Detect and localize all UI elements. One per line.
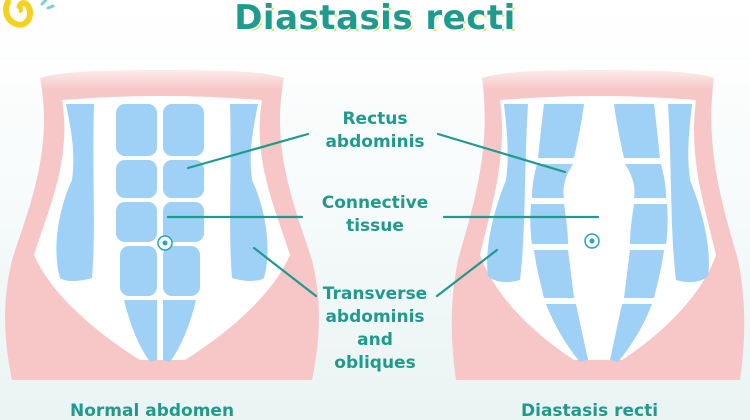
page-title: Diastasis recti — [234, 0, 516, 38]
leader-rectus-right — [436, 132, 567, 174]
diastasis-right-oblique-muscle — [668, 104, 709, 283]
label-rectus-text: Rectus abdominis — [325, 109, 425, 152]
diastasis-torso-inner — [480, 96, 716, 360]
diastasis-navel-icon — [584, 233, 600, 249]
label-transverse-obliques: Transverse abdominis and obliques — [295, 283, 455, 375]
normal-abdomen-illustration — [5, 70, 319, 380]
rectus-segments-right — [163, 104, 204, 362]
top-fade — [0, 60, 750, 90]
leader-lines — [166, 132, 600, 298]
leader-transverse-left — [252, 246, 318, 298]
diastasis-abdomen-illustration — [451, 70, 745, 380]
diastasis-left-oblique-muscle — [487, 104, 528, 283]
label-connective-tissue: Connective tissue — [297, 192, 453, 238]
label-rectus-abdominis: Rectus abdominis — [300, 108, 450, 154]
label-transverse-text: Transverse abdominis and obliques — [322, 284, 428, 373]
caption-normal-abdomen: Normal abdomen — [70, 401, 235, 420]
left-oblique-muscle — [56, 104, 94, 281]
normal-navel-icon — [157, 235, 173, 251]
caption-diastasis-recti: Diastasis recti — [521, 401, 659, 420]
brand-logo-icon — [3, 0, 55, 28]
leader-transverse-right — [435, 248, 499, 298]
leader-rectus-left — [186, 132, 310, 170]
diastasis-rectus-left — [530, 104, 588, 362]
normal-torso-inner — [34, 96, 290, 360]
label-connective-text: Connective tissue — [321, 193, 429, 236]
rectus-segments-left — [116, 104, 157, 362]
diastasis-rectus-right — [610, 104, 668, 362]
right-oblique-muscle — [230, 104, 268, 281]
